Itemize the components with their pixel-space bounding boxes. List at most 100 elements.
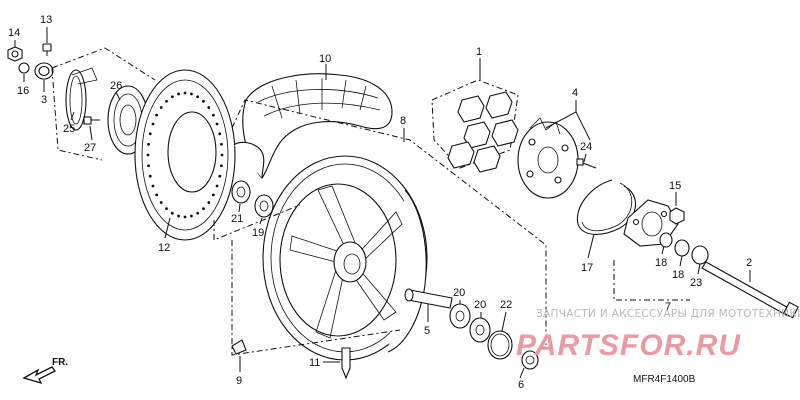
assembly-bracket-left [51, 47, 156, 81]
bearing-20a [449, 303, 471, 329]
callout-24: 24 [580, 141, 592, 153]
callout-16: 16 [17, 85, 29, 97]
front-direction-label: FR. [52, 357, 68, 368]
disc-vent-hole [211, 193, 215, 197]
disc-vent-hole [202, 99, 205, 103]
wheel-assembly-bracket-3 [231, 99, 547, 345]
disc-vent-hole [215, 184, 219, 188]
bolt-27 [83, 116, 100, 125]
disc-vent-hole [220, 142, 223, 146]
disc-vent-hole [170, 95, 174, 99]
disc-vent-hole [196, 211, 200, 215]
driven-flange-4 [517, 117, 579, 199]
disc-vent-hole [177, 214, 180, 218]
disc-vent-hole [165, 99, 168, 103]
rear-axle-2 [701, 261, 799, 319]
callout-19: 19 [252, 227, 264, 239]
callout-23: 23 [690, 277, 702, 289]
disc-vent-hole [170, 211, 174, 215]
seal-23 [691, 245, 709, 265]
disc-vent-hole [215, 122, 219, 126]
stud-bolt-24 [576, 158, 597, 169]
wheel-rim-8 [262, 155, 428, 361]
callout-9: 9 [236, 375, 242, 387]
bearing-19 [254, 194, 274, 218]
callout-22: 22 [500, 299, 512, 311]
disc-vent-hole [183, 91, 187, 95]
disc-vent-hole [151, 122, 155, 126]
disc-vent-hole [146, 153, 150, 157]
damper-rubber-block [447, 141, 475, 169]
callout-20-b: 20 [474, 299, 486, 311]
callout-17: 17 [581, 262, 593, 274]
snap-ring-22 [487, 330, 513, 360]
nut-15 [669, 207, 685, 225]
disc-vent-hole [207, 106, 211, 109]
front-arrow-icon [22, 366, 56, 385]
callout-labels: 13 14 16 3 25 26 27 10 8 12 21 19 1 4 24… [8, 14, 752, 391]
disc-vent-hole [155, 193, 159, 197]
wheel-assembly-bracket [213, 204, 301, 241]
wheel-assembly-bracket-2 [231, 240, 401, 356]
rim-spokes [289, 185, 403, 339]
collar-6 [521, 350, 539, 370]
disc-vent-hole [218, 132, 222, 136]
callout-26: 26 [110, 80, 122, 92]
disc-vent-hole [147, 164, 150, 168]
disc-vent-hole [165, 207, 168, 211]
bearing-18 [659, 232, 690, 257]
damper-rubber-block [457, 95, 485, 123]
washer-16 [18, 62, 30, 74]
damper-rubber-block [463, 121, 491, 149]
callout-2: 2 [746, 257, 752, 269]
callout-7: 7 [665, 301, 671, 313]
disc-vent-hole [220, 153, 224, 157]
callout-10: 10 [319, 53, 331, 65]
disc-vent-hole [202, 207, 205, 211]
callout-18-a: 18 [655, 257, 667, 269]
callout-18-b: 18 [672, 269, 684, 281]
assembly-bracket-left-2 [51, 67, 103, 161]
damper-rubbers-1 [431, 79, 519, 173]
disc-vent-hole [148, 132, 152, 136]
disc-vent-hole [218, 174, 222, 178]
damper-rubber-block [473, 145, 501, 173]
disc-vent-hole [155, 113, 159, 117]
disc-vent-hole [190, 214, 193, 218]
callout-11: 11 [309, 357, 320, 369]
callout-1: 1 [476, 46, 482, 58]
partsfor-watermark: ЗАПЧАСТИ И АКСЕССУАРЫ ДЛЯ МОТОТЕХНИКИ PA… [516, 308, 800, 362]
disc-vent-hole [151, 184, 155, 188]
callout-3: 3 [41, 94, 47, 106]
callout-12: 12 [158, 242, 170, 254]
valve-stem-11 [341, 347, 351, 380]
disc-vent-hole [177, 92, 180, 96]
brake-disc-12 [134, 69, 236, 241]
disc-vent-hole [183, 215, 187, 219]
callout-25: 25 [63, 123, 75, 135]
disc-vent-hole [148, 174, 152, 178]
disc-vent-hole [190, 92, 193, 96]
collar-3 [34, 62, 54, 80]
callout-15: 15 [669, 180, 681, 192]
leader-4b [575, 111, 591, 141]
watermark-tagline: ЗАПЧАСТИ И АКСЕССУАРЫ ДЛЯ МОТОТЕХНИКИ [536, 308, 800, 320]
damper-rubber-block [485, 91, 513, 119]
bolt-13 [42, 43, 52, 56]
circlip-17 [576, 179, 637, 235]
disc-vent-hole [207, 201, 211, 204]
callout-20-a: 20 [453, 287, 465, 299]
callout-6: 6 [518, 379, 524, 391]
distance-collar-5 [404, 288, 453, 309]
disc-vent-hole [211, 113, 215, 117]
callout-21: 21 [231, 213, 243, 225]
callout-13: 13 [40, 14, 52, 26]
callout-27: 27 [84, 142, 96, 154]
diagram-code: MFR4F1400B [633, 374, 696, 385]
disc-vent-hole [159, 201, 163, 204]
disc-vent-hole [159, 106, 163, 109]
nut-14 [7, 46, 23, 62]
front-direction-indicator: FR. [22, 357, 68, 385]
